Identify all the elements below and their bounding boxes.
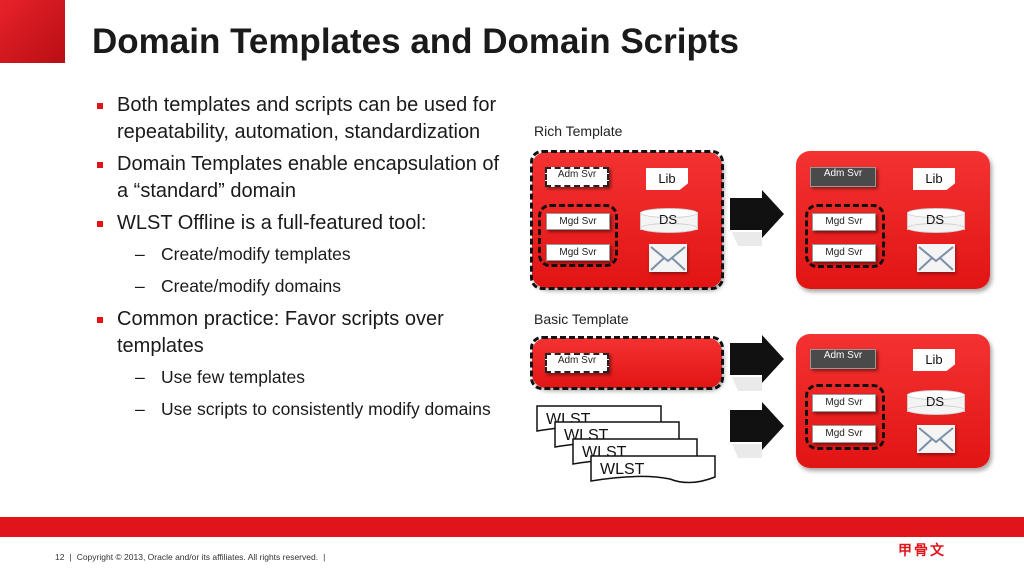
cluster-dashed-outline (805, 204, 885, 268)
sub-bullet-text: Create/modify domains (161, 276, 341, 296)
bullet-item: WLST Offline is a full-featured tool: (94, 210, 504, 237)
sub-bullet-text: Create/modify templates (161, 244, 351, 264)
wlst-script-doc: WLST (590, 455, 716, 485)
bullet-text: Common practice: Favor scripts over temp… (117, 308, 444, 357)
rich-template-dashed-outline (530, 150, 724, 290)
library-icon: Lib (646, 168, 688, 190)
cluster-dashed-outline (805, 384, 885, 450)
sub-bullet-dash: – (135, 276, 145, 296)
admin-server: Adm Svr (810, 167, 876, 187)
bullet-marker (97, 103, 103, 109)
bullet-item: Common practice: Favor scripts over temp… (94, 306, 504, 360)
sub-bullet-item: –Use few templates (94, 365, 504, 389)
bullet-text: Domain Templates enable encapsulation of… (117, 153, 500, 202)
bullet-item: Both templates and scripts can be used f… (94, 92, 504, 146)
arrow-right-icon (728, 335, 786, 391)
arrow-right-icon (728, 190, 786, 246)
cluster-dashed-outline (538, 204, 618, 267)
footer-bar (0, 517, 1024, 537)
datasource-label: DS (658, 212, 678, 227)
library-icon: Lib (913, 168, 955, 190)
managed-server: Mgd Svr (546, 213, 610, 230)
managed-server: Mgd Svr (546, 244, 610, 261)
sub-bullet-item: –Create/modify domains (94, 274, 504, 298)
oracle-logo: ORACLE (900, 521, 961, 536)
admin-server: Adm Svr (545, 353, 609, 373)
bullet-text: Both templates and scripts can be used f… (117, 94, 497, 143)
copyright-text: Copyright © 2013, Oracle and/or its affi… (76, 552, 319, 562)
sub-bullet-text: Use few templates (161, 367, 305, 387)
admin-server: Adm Svr (810, 349, 876, 369)
sub-bullet-item: –Use scripts to consistently modify doma… (94, 397, 504, 421)
wlst-label: WLST (600, 461, 645, 478)
managed-server: Mgd Svr (812, 244, 876, 262)
rich-template-label: Rich Template (534, 123, 623, 139)
slide-title: Domain Templates and Domain Scripts (92, 22, 739, 61)
datasource-icon: DS (640, 208, 698, 233)
sub-bullet-dash: – (135, 244, 145, 264)
mail-icon (917, 244, 955, 272)
datasource-icon: DS (907, 390, 965, 415)
datasource-label: DS (925, 394, 945, 409)
bullet-marker (97, 221, 103, 227)
footer-text: 12 | Copyright © 2013, Oracle and/or its a… (55, 552, 330, 562)
datasource-label: DS (925, 212, 945, 227)
mail-icon (649, 244, 687, 272)
sub-bullet-dash: – (135, 367, 145, 387)
bullet-text: WLST Offline is a full-featured tool: (117, 212, 427, 234)
corner-accent (0, 0, 65, 63)
footer-separator: | (323, 552, 326, 562)
managed-server: Mgd Svr (812, 213, 876, 231)
basic-template-label: Basic Template (534, 311, 629, 327)
sub-bullet-dash: – (135, 399, 145, 419)
bullet-marker (97, 317, 103, 323)
bullet-item: Domain Templates enable encapsulation of… (94, 151, 504, 205)
mail-icon (917, 425, 955, 453)
sub-bullet-item: –Create/modify templates (94, 242, 504, 266)
admin-server: Adm Svr (545, 167, 609, 187)
basic-template-dashed-outline (530, 336, 724, 390)
bullet-marker (97, 162, 103, 168)
managed-server: Mgd Svr (812, 394, 876, 412)
managed-server: Mgd Svr (812, 425, 876, 443)
bullet-list: Both templates and scripts can be used f… (94, 92, 504, 429)
footer-separator: | (69, 552, 72, 562)
library-icon: Lib (913, 349, 955, 371)
datasource-icon: DS (907, 208, 965, 233)
arrow-right-icon (728, 402, 786, 458)
sub-bullet-text: Use scripts to consistently modify domai… (161, 399, 491, 419)
oracle-chinese-logo: 甲骨文 (898, 542, 946, 558)
page-number: 12 (55, 552, 65, 562)
